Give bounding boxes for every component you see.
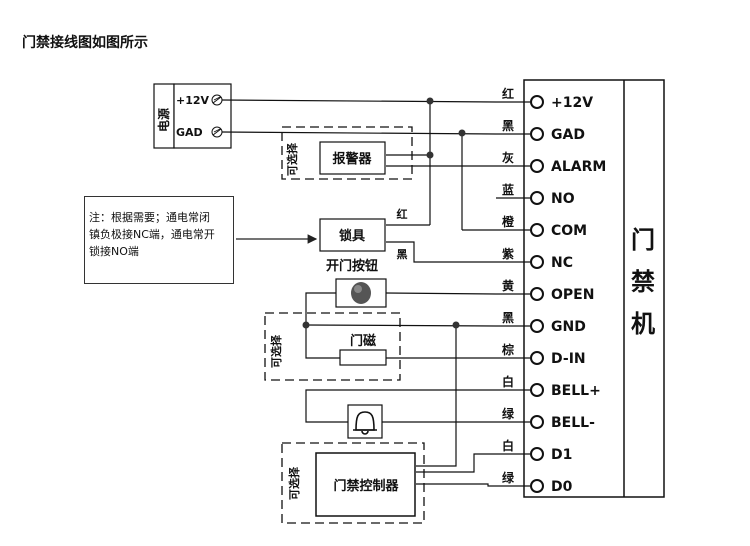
push-button-icon — [351, 282, 371, 304]
wire-color-label: 绿 — [502, 406, 515, 421]
terminal-label: OPEN — [551, 287, 594, 303]
junction-dots — [302, 97, 466, 329]
controller-label-char: 机 — [631, 310, 655, 338]
terminal-dot — [530, 287, 544, 301]
wire-color-label: 红 — [502, 86, 514, 101]
wire-color-label: 黑 — [502, 311, 514, 325]
terminal-label: BELL- — [551, 415, 595, 431]
terminal-dot — [530, 127, 544, 141]
terminal-label: D0 — [551, 479, 573, 495]
optional-label: 可选择 — [269, 334, 283, 368]
terminal-label: COM — [551, 223, 587, 239]
wire-color-label: 灰 — [502, 150, 514, 165]
power-terminal-12v: +12V — [176, 94, 210, 107]
terminal-dot — [530, 447, 544, 461]
wire-color-label: 棕 — [501, 342, 514, 357]
optional-group-door-sensor: 可选择 门磁 — [264, 312, 401, 381]
power-supply: 电源 +12V GAD — [153, 83, 232, 149]
terminal-dot — [530, 159, 544, 173]
alarm-label: 报警器 — [332, 151, 372, 167]
access-control-unit: 门 禁 机 — [523, 79, 665, 498]
terminal-dot — [530, 223, 544, 237]
door-sensor-icon — [339, 349, 387, 366]
optional-group-alarm: 可选择 报警器 — [281, 126, 413, 180]
note-line: 镇负极接NC端，通电常开 — [89, 228, 215, 241]
note-line: 注：根据需要；通电常闭 — [89, 211, 210, 224]
lock-component: 锁具 红 黑 — [319, 207, 408, 261]
terminal-label: D1 — [551, 447, 572, 463]
wire-color-label: 紫 — [502, 246, 514, 261]
page-title: 门禁接线图如图所示 — [22, 34, 148, 51]
optional-label: 可选择 — [287, 466, 301, 500]
bell-icon — [353, 411, 377, 435]
exit-button-component: 开门按钮 — [326, 258, 387, 308]
terminal-label: ALARM — [551, 159, 606, 175]
terminal-dot — [530, 479, 544, 493]
terminal-label: BELL+ — [551, 383, 601, 399]
power-terminal-gad: GAD — [176, 126, 203, 139]
door-sensor-label: 门磁 — [350, 333, 376, 349]
screw-icon — [211, 94, 223, 106]
power-label: 电源 — [156, 108, 171, 132]
wiring-note: 注：根据需要；通电常闭 镇负极接NC端，通电常开 锁接NO端 — [84, 196, 234, 284]
lock-wire-red-label: 红 — [397, 207, 408, 221]
terminal-dot — [530, 383, 544, 397]
wires — [221, 99, 497, 487]
access-controller-label: 门禁控制器 — [333, 478, 399, 494]
terminal-label: +12V — [551, 95, 593, 111]
wire-color-label: 黑 — [502, 119, 514, 133]
terminal-dot — [530, 319, 544, 333]
wire-color-label: 绿 — [502, 470, 515, 485]
exit-button-label: 开门按钮 — [326, 258, 378, 274]
wire-color-label: 白 — [502, 438, 514, 453]
terminal-label: GND — [551, 319, 586, 335]
lock-label: 锁具 — [339, 228, 365, 244]
wire-color-label: 蓝 — [502, 182, 514, 197]
note-line: 锁接NO端 — [89, 245, 139, 258]
bell-component — [347, 404, 383, 439]
terminal-label: GAD — [551, 127, 585, 143]
lock-wire-black-label: 黑 — [397, 248, 408, 261]
optional-label: 可选择 — [285, 142, 299, 176]
terminal-dot — [530, 191, 544, 205]
wire-color-label: 黄 — [502, 278, 514, 293]
terminal-label: NO — [551, 191, 575, 207]
controller-label-char: 禁 — [631, 268, 655, 296]
terminal-dot — [530, 95, 544, 109]
terminal-label: NC — [551, 255, 573, 271]
terminal-dot — [530, 351, 544, 365]
terminal-column: 红 +12V 黑 GAD 灰 ALARM 蓝 NO 橙 COM 紫 NC 黄 O… — [496, 86, 606, 495]
terminal-dot — [530, 415, 544, 429]
screw-icon — [211, 126, 223, 138]
wire-color-label: 白 — [502, 374, 514, 389]
controller-label-char: 门 — [631, 226, 655, 254]
optional-group-access-controller: 可选择 门禁控制器 — [281, 442, 425, 524]
terminal-dot — [530, 255, 544, 269]
wire-color-label: 橙 — [502, 214, 515, 229]
terminal-label: D-IN — [551, 351, 586, 367]
